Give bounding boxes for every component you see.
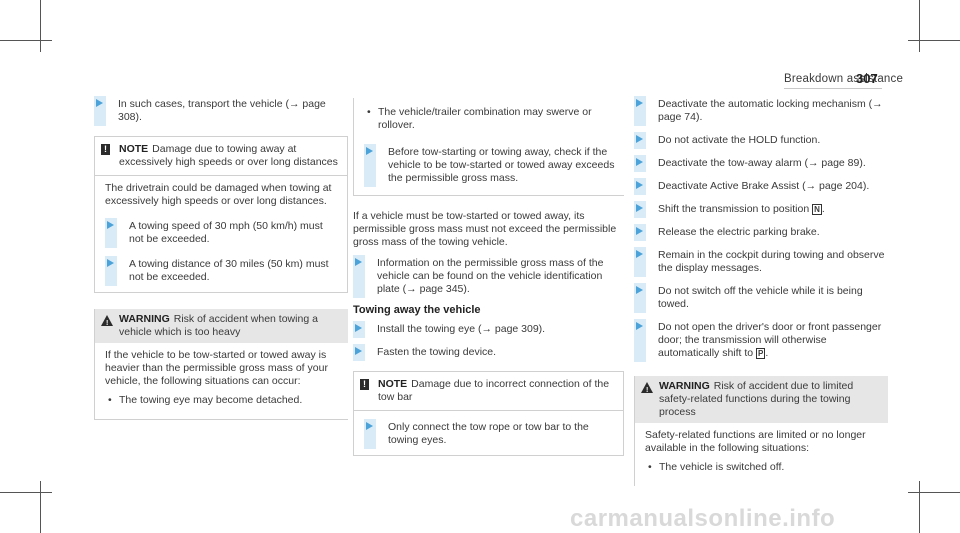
column-2: The vehicle/trailer combination may swer…	[353, 98, 624, 456]
arrow-icon	[107, 259, 114, 267]
watermark-text: carmanualsonline.info	[570, 505, 836, 532]
crop-mark	[908, 40, 960, 41]
instruction-step: Shift the transmission to position N.	[634, 201, 888, 218]
arrow-icon	[366, 422, 373, 430]
note-title: Damage due to towing away at excessively…	[119, 143, 338, 168]
arrow-icon	[636, 158, 643, 166]
warning-triangle-icon: !	[641, 382, 653, 394]
instruction-step: Do not activate the HOLD function.	[634, 132, 888, 149]
paragraph: If a vehicle must be tow-started or towe…	[353, 210, 617, 248]
arrow-icon	[96, 99, 103, 107]
arrow-icon	[636, 227, 643, 235]
instruction-step: A towing speed of 30 mph (50 km/h) must …	[105, 218, 339, 248]
warning-label: WARNING	[119, 313, 170, 325]
bullet-item: The vehicle/trailer combination may swer…	[364, 106, 616, 132]
instruction-step: Install the towing eye (→ page 309).	[353, 321, 624, 338]
instruction-step: Release the electric parking brake.	[634, 224, 888, 241]
crop-mark	[919, 0, 920, 52]
instruction-step: Fasten the towing device.	[353, 344, 624, 361]
warning-body: If the vehicle to be tow-started or towe…	[105, 349, 328, 387]
warning-continued: The vehicle/trailer combination may swer…	[353, 98, 624, 196]
warning-label: WARNING	[659, 380, 710, 392]
arrow-icon	[636, 322, 643, 330]
arrow-icon	[636, 286, 643, 294]
instruction-step: Deactivate Active Brake Assist (→ page 2…	[634, 178, 888, 195]
exclamation-icon: !	[101, 144, 110, 155]
gear-position-p-icon: P	[756, 348, 766, 359]
instruction-step: Do not switch off the vehicle while it i…	[634, 283, 888, 313]
crop-mark	[40, 0, 41, 52]
crop-mark	[908, 492, 960, 493]
section-heading: Towing away the vehicle	[353, 304, 481, 316]
bullet-item: The towing eye may become detached.	[105, 394, 340, 407]
arrow-icon	[355, 324, 362, 332]
instruction-step: A towing distance of 30 miles (50 km) mu…	[105, 256, 339, 286]
warning-triangle-icon: !	[101, 315, 113, 327]
column-3: Deactivate the automatic locking mechani…	[634, 96, 888, 486]
note-title: Damage due to incorrect connec­tion of t…	[378, 378, 610, 403]
note-label: NOTE	[119, 143, 149, 155]
warning-title: Risk of accident due to limited safety-r…	[659, 380, 854, 418]
crop-mark	[40, 481, 41, 533]
arrow-icon	[355, 258, 362, 266]
instruction-step: In such cases, transport the vehicle (→ …	[94, 96, 348, 126]
instruction-step: Do not open the driver's door or front p…	[634, 319, 888, 362]
crop-mark	[0, 40, 52, 41]
crop-mark	[919, 481, 920, 533]
arrow-icon	[636, 99, 643, 107]
arrow-icon	[107, 221, 114, 229]
arrow-icon	[366, 147, 373, 155]
instruction-step: Before tow-starting or towing away, chec…	[364, 144, 616, 187]
instruction-step: Remain in the cockpit during towing and …	[634, 247, 888, 277]
warning-title: Risk of accident when towing a vehicle w…	[119, 313, 318, 338]
arrow-icon	[636, 135, 643, 143]
instruction-step: Deactivate the automatic locking mechani…	[634, 96, 888, 126]
column-1: In such cases, transport the vehicle (→ …	[94, 96, 348, 420]
instruction-step: Only connect the tow rope or tow bar to …	[364, 419, 615, 449]
warning-body: Safety-related functions are limited or …	[645, 429, 866, 454]
arrow-icon	[355, 347, 362, 355]
arrow-icon	[636, 181, 643, 189]
instruction-step: Deactivate the tow-away alarm (→ page 89…	[634, 155, 888, 172]
page-number: 307	[856, 71, 878, 86]
header-rule	[784, 88, 882, 89]
instruction-step: Information on the permissible gross mas…	[353, 255, 624, 298]
note-body: The drivetrain could be damaged when tow…	[105, 182, 332, 207]
exclamation-icon: !	[360, 379, 369, 390]
arrow-icon	[636, 250, 643, 258]
gear-position-n-icon: N	[812, 204, 822, 215]
crop-mark	[0, 492, 52, 493]
section-title: Breakdown assistance	[784, 73, 904, 85]
note-label: NOTE	[378, 378, 408, 390]
arrow-icon	[636, 204, 643, 212]
bullet-item: The vehicle is switched off.	[645, 461, 880, 474]
